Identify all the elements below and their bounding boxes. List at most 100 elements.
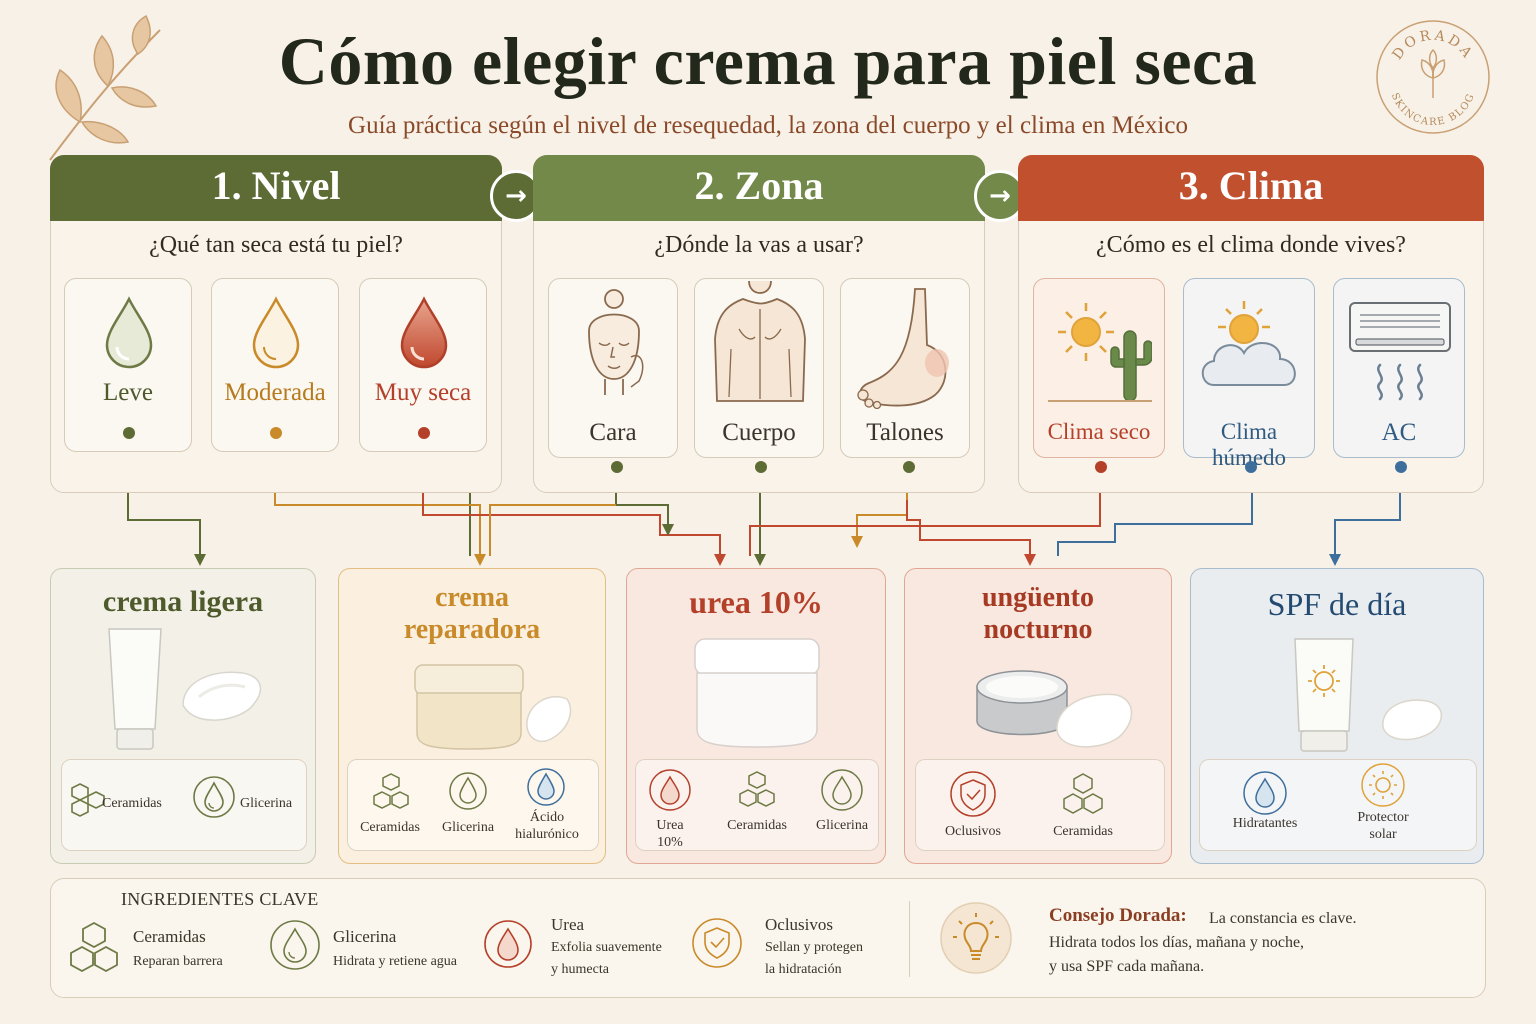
product-spf-title: SPF de día [1267, 586, 1407, 622]
option-talones[interactable]: Talones [840, 278, 970, 473]
back-body-icon [714, 280, 806, 402]
key-ingredient-ceramidas-desc: Reparan barrera [133, 954, 223, 969]
option-cara-label: Cara [589, 419, 637, 446]
drop-icon [193, 776, 235, 818]
ingredient-urea-label-line2: 10% [657, 835, 683, 850]
product-unguento-ingredients: Oclusivos Ceramidas [915, 759, 1165, 851]
ingredient-glicerina-label: Glicerina [240, 796, 293, 811]
step-header-clima: 3. Clima [1018, 155, 1484, 221]
option-ac[interactable]: AC [1333, 278, 1465, 473]
blue-drop-icon [1243, 771, 1287, 815]
key-ingredient-oclusivos-desc-line2: la hidratación [765, 962, 842, 977]
hexagon-icon [70, 921, 118, 973]
option-cara[interactable]: Cara [548, 278, 678, 473]
option-clima-seco-label: Clima seco [1047, 419, 1151, 444]
option-ac-label: AC [1381, 419, 1417, 446]
dorada-seal-logo: DORADA SKINCARE BLOG [1374, 18, 1492, 136]
ingredient-glicerina-label: Glicerina [815, 818, 869, 833]
ingredient-protector-label-line1: Protector [1357, 810, 1409, 825]
option-leve-dot [123, 427, 135, 439]
shield-icon [950, 771, 996, 817]
ingredient-hidratantes-label: Hidratantes [1232, 816, 1298, 831]
page-subtitle: Guía práctica según el nivel de resequed… [348, 112, 1188, 139]
product-urea[interactable]: urea 10% Urea 10% Ceramidas Glicerina [626, 568, 886, 864]
key-ingredient-oclusivos-name: Oclusivos [765, 915, 833, 934]
key-ingredients-title: INGREDIENTES CLAVE [121, 889, 319, 909]
ingredient-oclusivos-label: Oclusivos [945, 824, 1001, 839]
key-ingredient-urea-desc-line2: y humecta [551, 962, 609, 977]
red-drop-icon [400, 296, 448, 369]
ingredient-protector-label-line2: solar [1369, 827, 1397, 842]
option-clima-humedo[interactable]: Clima húmedo [1183, 278, 1315, 473]
leaf-branch-top-left-icon [49, 14, 161, 161]
amber-drop-icon [252, 296, 300, 369]
product-crema-reparadora[interactable]: crema reparadora Ceramidas Glicerina Áci… [338, 568, 606, 864]
key-ingredient-ceramidas-name: Ceramidas [133, 927, 206, 946]
key-ingredient-oclusivos-desc-line1: Sellan y protegen [765, 940, 863, 955]
option-leve[interactable]: Leve [64, 278, 192, 452]
product-crema-ligera-ingredients: Ceramidas Glicerina [61, 759, 307, 851]
tip-heading: Consejo Dorada: [1049, 905, 1187, 926]
option-clima-humedo-dot [1245, 461, 1257, 473]
key-ingredients-bar: INGREDIENTES CLAVE Ceramidas Reparan bar… [50, 878, 1486, 998]
product-crema-reparadora-ingredients: Ceramidas Glicerina Ácido hialurónico [347, 759, 599, 851]
ingredient-acido-label-line1: Ácido [529, 810, 565, 825]
option-moderada[interactable]: Moderada [211, 278, 339, 452]
lightbulb-icon [940, 902, 1012, 974]
hexagon-icon [1063, 773, 1103, 814]
ingredient-ceramidas-label: Ceramidas [1053, 824, 1113, 839]
white-jar-icon [694, 638, 820, 748]
ingredient-ceramidas-label: Ceramidas [727, 818, 787, 833]
jar-icon [414, 664, 572, 750]
foot-heel-icon [857, 288, 949, 409]
shield-icon [692, 918, 742, 968]
option-muy-seca[interactable]: Muy seca [359, 278, 487, 452]
hexagon-icon [373, 773, 409, 809]
drop-icon [270, 920, 320, 970]
blue-drop-icon [527, 768, 565, 806]
option-moderada-dot [270, 427, 282, 439]
option-leve-label: Leve [103, 379, 153, 406]
hexagon-icon [739, 771, 775, 807]
product-crema-ligera-title: crema ligera [102, 585, 264, 618]
tip-line2: Hidrata todos los días, mañana y noche, [1049, 934, 1305, 951]
light-drop-icon [105, 296, 153, 369]
ingredient-acido-label-line2: hialurónico [515, 827, 579, 842]
option-ac-dot [1395, 461, 1407, 473]
option-cuerpo[interactable]: Cuerpo [694, 278, 824, 473]
ingredient-urea-label-line1: Urea [656, 818, 684, 833]
step-question-nivel: ¿Qué tan seca está tu piel? [149, 232, 403, 258]
sunscreen-tube-icon [1294, 638, 1442, 752]
option-clima-seco-dot [1095, 461, 1107, 473]
tube-icon [108, 628, 262, 750]
option-clima-humedo-label: Clima húmedo [1211, 419, 1287, 470]
key-ingredient-urea-desc-line1: Exfolia suavemente [551, 940, 662, 955]
product-unguento-title-line2: nocturno [983, 614, 1093, 645]
product-crema-reparadora-title-line2: reparadora [403, 614, 541, 645]
key-ingredient-urea-name: Urea [551, 915, 585, 934]
option-cuerpo-label: Cuerpo [722, 419, 796, 446]
step-header-zona: 2. Zona [533, 155, 985, 221]
drop-icon [449, 772, 487, 810]
ingredient-glicerina-label: Glicerina [441, 820, 495, 835]
product-unguento-title-line1: ungüento [981, 582, 1095, 613]
air-conditioner-icon [1349, 302, 1451, 401]
sun-cactus-icon [1048, 303, 1152, 402]
ingredient-ceramidas-label: Ceramidas [360, 820, 420, 835]
product-spf-ingredients: Hidratantes Protector solar [1199, 759, 1477, 851]
option-talones-label: Talones [866, 419, 944, 446]
product-unguento-nocturno[interactable]: ungüento nocturno Oclusivos Ceramidas [904, 568, 1172, 864]
product-spf-de-dia[interactable]: SPF de día Hidratantes Protector solar [1190, 568, 1484, 864]
tip-line1: La constancia es clave. [1209, 910, 1357, 927]
face-icon [588, 289, 644, 395]
tin-icon [976, 670, 1133, 748]
product-urea-title: urea 10% [689, 584, 823, 620]
bottom-divider [909, 901, 910, 977]
option-clima-seco[interactable]: Clima seco [1033, 278, 1165, 473]
key-ingredient-glicerina-desc: Hidrata y retiene agua [333, 954, 457, 969]
option-muy-seca-label: Muy seca [374, 379, 472, 406]
product-crema-ligera[interactable]: crema ligera Ceramidas Glicerina [50, 568, 316, 864]
step-header-nivel: 1. Nivel [50, 155, 502, 221]
step-question-clima: ¿Cómo es el clima donde vives? [1096, 232, 1406, 258]
hexagon-icon [71, 783, 105, 817]
